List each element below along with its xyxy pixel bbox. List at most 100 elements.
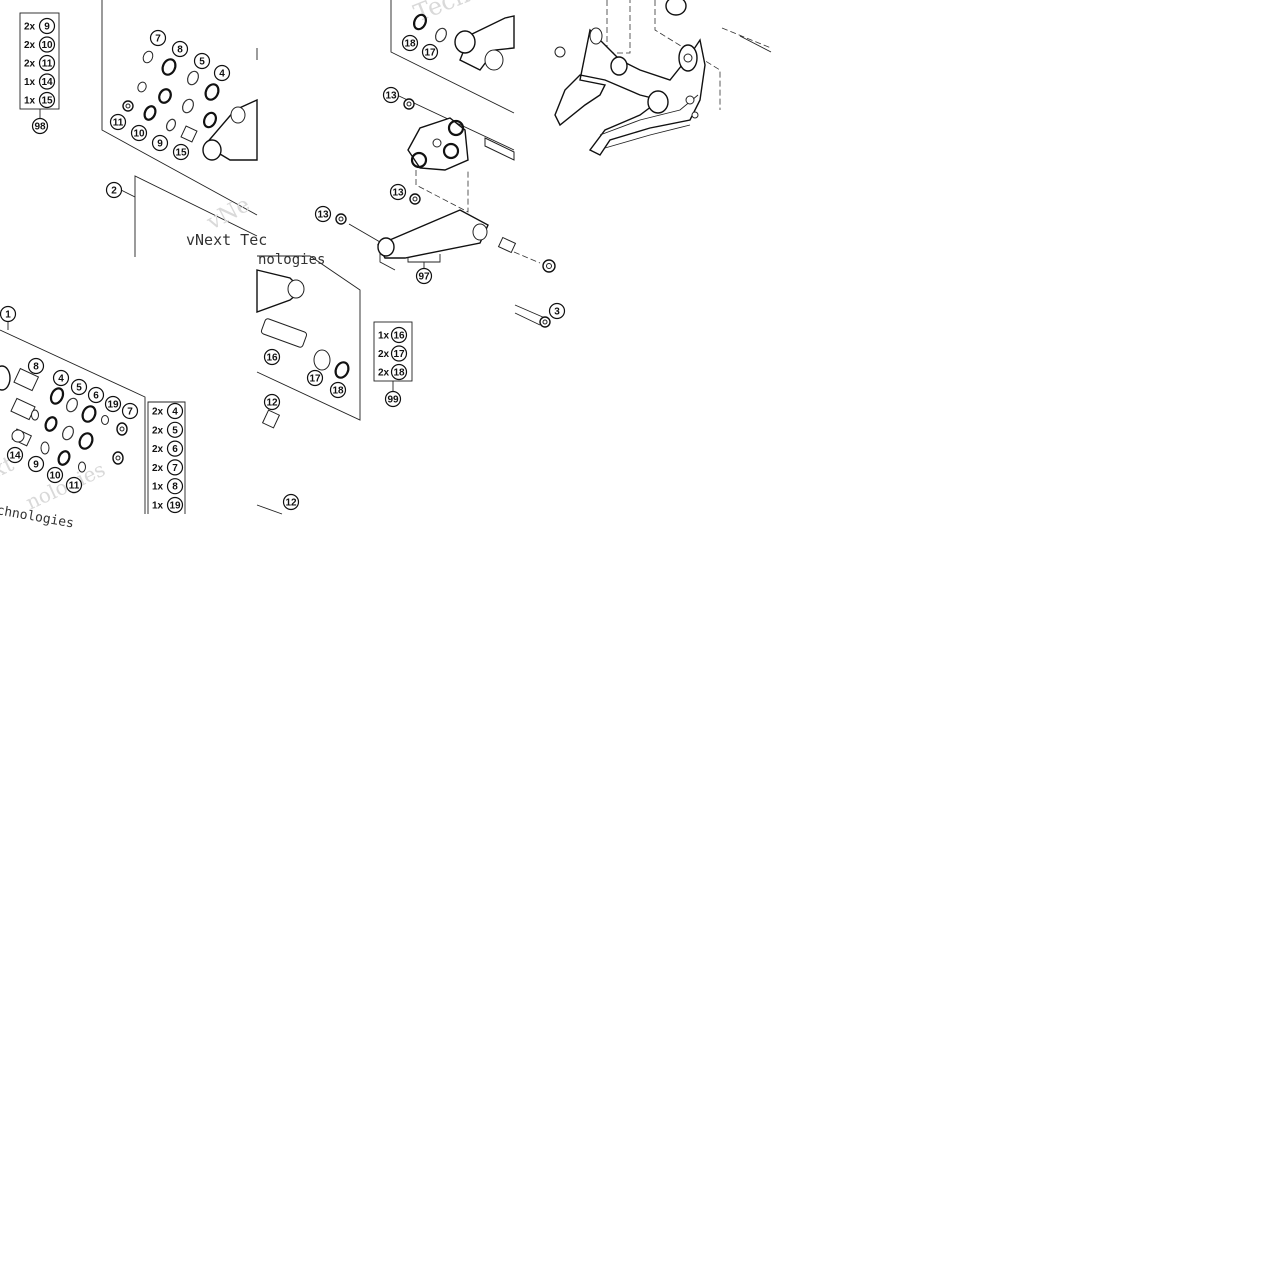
svg-text:98: 98 — [34, 122, 46, 133]
callout-10[interactable]: 10 — [46, 466, 64, 484]
callout-6[interactable]: 6 — [87, 386, 105, 404]
kit-row-part-callout[interactable]: 10 — [38, 36, 56, 53]
svg-text:17: 17 — [424, 48, 436, 59]
callout-13[interactable]: 13 — [382, 86, 400, 104]
callout-18[interactable]: 18 — [329, 381, 347, 399]
svg-text:19: 19 — [107, 400, 119, 411]
kit-row-part-callout[interactable]: 6 — [166, 440, 184, 457]
svg-text:5: 5 — [76, 383, 82, 394]
kit-row-qty: 2x — [24, 59, 36, 70]
kit-row-qty: 1x — [378, 331, 390, 342]
svg-text:2: 2 — [111, 186, 117, 197]
svg-text:3: 3 — [554, 307, 560, 318]
callout-97[interactable]: 97 — [415, 267, 433, 285]
svg-text:18: 18 — [404, 39, 416, 50]
kit-row-qty: 2x — [24, 40, 36, 51]
kit-row-part-callout[interactable]: 7 — [166, 459, 184, 476]
watermark-text: vNext Tec — [186, 231, 267, 249]
callout-98[interactable]: 98 — [31, 117, 49, 135]
svg-text:10: 10 — [133, 129, 145, 140]
kit-row-qty: 1x — [24, 77, 36, 88]
callout-1[interactable]: 1 — [0, 305, 17, 323]
kit-row-part-callout[interactable]: 8 — [166, 478, 184, 495]
svg-text:14: 14 — [9, 451, 21, 462]
callout-4[interactable]: 4 — [52, 369, 70, 387]
callout-13[interactable]: 13 — [314, 205, 332, 223]
callout-3[interactable]: 3 — [548, 302, 566, 320]
callout-12[interactable]: 12 — [263, 393, 281, 411]
svg-text:9: 9 — [157, 139, 163, 150]
svg-text:7: 7 — [127, 407, 133, 418]
svg-text:6: 6 — [172, 444, 178, 455]
svg-text:15: 15 — [175, 148, 187, 159]
svg-text:8: 8 — [172, 482, 178, 493]
bearing-kit-panel: xt nologies chnologies — [0, 321, 146, 532]
svg-text:13: 13 — [385, 91, 397, 102]
svg-text:4: 4 — [219, 69, 225, 80]
kit-row-part-callout[interactable]: 17 — [390, 345, 408, 362]
callout-11[interactable]: 11 — [65, 476, 83, 494]
svg-text:9: 9 — [33, 460, 39, 471]
svg-text:6: 6 — [93, 391, 99, 402]
callout-17[interactable]: 17 — [306, 369, 324, 387]
svg-text:1: 1 — [5, 310, 11, 321]
svg-text:14: 14 — [41, 77, 53, 88]
seal-kit-panel — [101, 0, 258, 216]
kit-row-part-callout[interactable]: 9 — [38, 17, 56, 35]
callout-12[interactable]: 12 — [282, 493, 300, 511]
callout-9[interactable]: 9 — [151, 134, 169, 152]
kit-row-part-callout[interactable]: 4 — [166, 402, 184, 420]
callout-10[interactable]: 10 — [130, 124, 148, 142]
callout-8[interactable]: 8 — [171, 40, 189, 58]
sticker-kit-panel: vNext Tec vNe — [120, 175, 267, 257]
callout-14[interactable]: 14 — [6, 446, 24, 464]
watermark-text: vNe — [202, 192, 254, 236]
callout-7[interactable]: 7 — [149, 29, 167, 47]
kit-row-part-callout[interactable]: 11 — [38, 54, 56, 72]
pull-rod — [377, 209, 556, 273]
callout-13[interactable]: 13 — [389, 183, 407, 201]
svg-text:5: 5 — [199, 57, 205, 68]
svg-text:12: 12 — [266, 398, 278, 409]
svg-text:13: 13 — [317, 210, 329, 221]
callout-4[interactable]: 4 — [213, 64, 231, 82]
callout-99[interactable]: 99 — [384, 390, 402, 408]
watermark-text: nologies — [258, 252, 325, 268]
svg-text:17: 17 — [309, 374, 321, 385]
callout-17[interactable]: 17 — [421, 43, 439, 61]
callout-19[interactable]: 19 — [104, 395, 122, 413]
callout-8[interactable]: 8 — [27, 357, 45, 375]
watermark-text: Techno — [410, 0, 501, 28]
svg-text:10: 10 — [49, 471, 61, 482]
kit-row-part-callout[interactable]: 15 — [38, 91, 56, 109]
callout-15[interactable]: 15 — [172, 143, 190, 161]
kit-row-qty: 1x — [152, 501, 164, 512]
callout-11[interactable]: 11 — [109, 113, 127, 131]
callout-2[interactable]: 2 — [105, 181, 123, 199]
callout-18[interactable]: 18 — [401, 34, 419, 52]
callout-5[interactable]: 5 — [193, 52, 211, 70]
callout-5[interactable]: 5 — [70, 378, 88, 396]
kit-row-part-callout[interactable]: 18 — [390, 363, 408, 381]
kit-row-qty: 2x — [152, 407, 164, 418]
kit-row-qty: 2x — [152, 444, 164, 455]
kit-row-qty: 2x — [24, 22, 36, 33]
kit-row-part-callout[interactable]: 14 — [38, 73, 56, 90]
kit-row-part-callout[interactable]: 5 — [166, 421, 184, 438]
callout-16[interactable]: 16 — [263, 348, 281, 366]
svg-text:5: 5 — [172, 425, 178, 436]
lower-bolt — [514, 304, 551, 328]
kit-row-part-callout[interactable]: 19 — [166, 496, 184, 514]
svg-text:15: 15 — [41, 96, 53, 107]
svg-text:12: 12 — [285, 498, 297, 509]
callout-9[interactable]: 9 — [27, 455, 45, 473]
svg-text:13: 13 — [392, 188, 404, 199]
kit-row-part-callout[interactable]: 16 — [390, 326, 408, 344]
svg-text:4: 4 — [58, 374, 64, 385]
callout-7[interactable]: 7 — [121, 402, 139, 420]
